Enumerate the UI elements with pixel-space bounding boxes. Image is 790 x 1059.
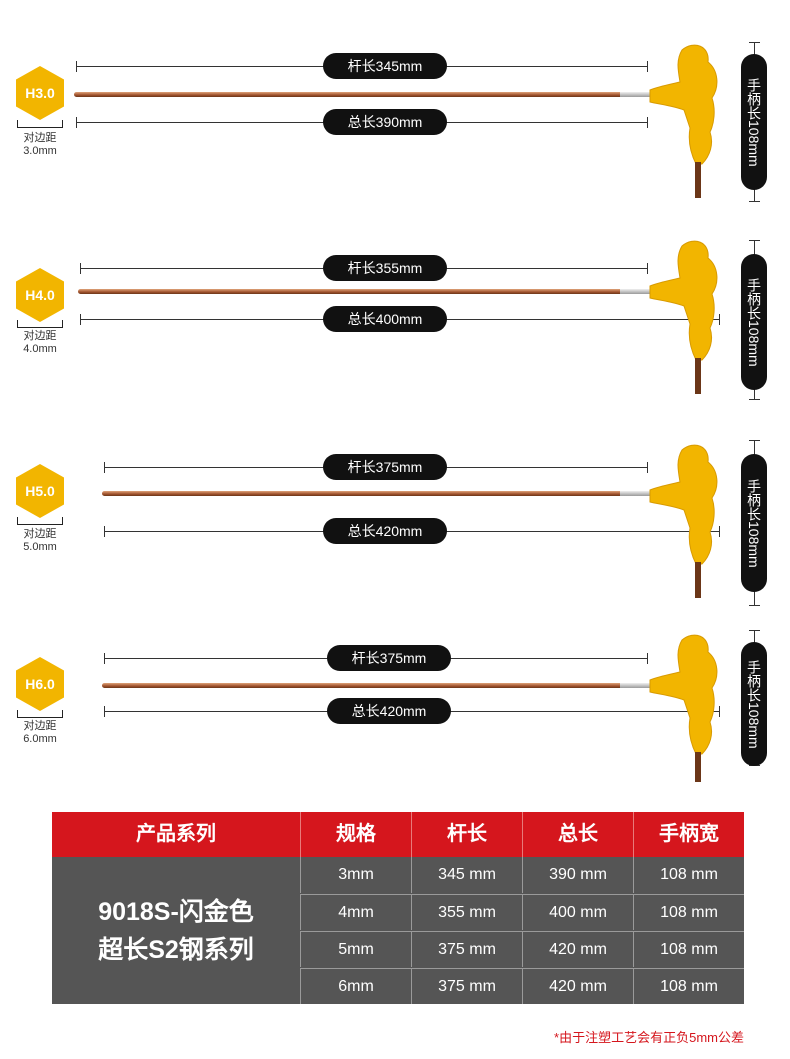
table-cell-shaft: 345 mm (411, 857, 522, 893)
handle-length-pill: 手柄长108mm (741, 642, 767, 766)
handle-length-pill: 手柄长108mm (741, 54, 767, 190)
tolerance-footnote: *由于注塑工艺会有正负5mm公差 (554, 1030, 744, 1045)
handle-length-pill: 手柄长108mm (741, 454, 767, 592)
hex-width-dimension (17, 120, 63, 128)
shaft-length-pill: 杆长355mm (323, 255, 447, 281)
hex-size-badge: H3.0 (16, 66, 64, 120)
shaft-length-pill: 杆长375mm (323, 454, 447, 480)
table-cell-handle: 108 mm (633, 894, 744, 930)
shaft-length-pill: 杆长345mm (323, 53, 447, 79)
t-handle-grip (649, 634, 718, 782)
series-name-cell: 9018S-闪金色 超长S2钢系列 (52, 857, 300, 1004)
header-shaft-length: 杆长 (411, 812, 522, 857)
series-line-1: 9018S-闪金色 (98, 897, 254, 926)
total-length-pill: 总长390mm (323, 109, 447, 135)
wrench-shaft (74, 92, 654, 97)
header-series: 产品系列 (136, 823, 216, 845)
table-cell-shaft: 355 mm (411, 894, 522, 930)
spec-table: 产品系列 规格 杆长 总长 手柄宽 9018S-闪金色 超长S2钢系列 3mm … (52, 812, 744, 1004)
header-spec: 规格 (300, 812, 411, 857)
hex-width-dimension (17, 710, 63, 718)
series-line-2: 超长S2钢系列 (98, 935, 254, 964)
wrench-shaft-tip (620, 289, 654, 294)
total-length-pill: 总长420mm (327, 698, 451, 724)
table-header-row: 产品系列 规格 杆长 总长 手柄宽 (52, 812, 744, 857)
table-cell-total: 400 mm (522, 894, 633, 930)
t-handle-grip (649, 444, 718, 598)
hex-size-badge: H5.0 (16, 464, 64, 518)
table-cell-spec: 5mm (300, 931, 411, 967)
total-length-pill: 总长420mm (323, 518, 447, 544)
table-cell-shaft: 375 mm (411, 968, 522, 1004)
table-cell-total: 420 mm (522, 931, 633, 967)
shaft-length-pill: 杆长375mm (327, 645, 451, 671)
table-cell-shaft: 375 mm (411, 931, 522, 967)
wrench-shaft (102, 683, 654, 688)
table-cell-spec: 4mm (300, 894, 411, 930)
wrench-shaft (78, 289, 654, 294)
hex-width-dimension (17, 517, 63, 525)
table-cell-handle: 108 mm (633, 968, 744, 1004)
table-cell-spec: 6mm (300, 968, 411, 1004)
table-cell-handle: 108 mm (633, 857, 744, 893)
table-cell-total: 390 mm (522, 857, 633, 893)
t-handle-grip (649, 240, 718, 394)
total-length-pill: 总长400mm (323, 306, 447, 332)
handle-length-pill: 手柄长108mm (741, 254, 767, 390)
table-cell-spec: 3mm (300, 857, 411, 893)
wrench-shaft (102, 491, 654, 496)
hex-width-dimension (17, 320, 63, 328)
wrench-shaft-tip (620, 491, 654, 496)
t-handle-grip (649, 44, 718, 198)
hex-size-badge: H6.0 (16, 657, 64, 711)
header-total-length: 总长 (522, 812, 633, 857)
table-cell-handle: 108 mm (633, 931, 744, 967)
header-handle-width: 手柄宽 (633, 812, 744, 857)
table-cell-total: 420 mm (522, 968, 633, 1004)
wrench-shaft-tip (620, 683, 654, 688)
hex-size-badge: H4.0 (16, 268, 64, 322)
wrench-shaft-tip (620, 92, 654, 97)
